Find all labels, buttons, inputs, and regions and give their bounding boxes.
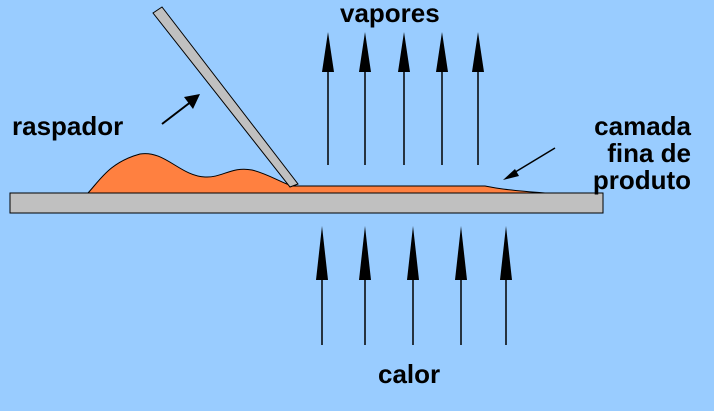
heat-arrow	[316, 226, 328, 345]
camada-label-line: camada	[594, 111, 691, 141]
product-mass	[86, 153, 546, 194]
camada-label-line: produto	[592, 165, 691, 195]
vapores-label: vapores	[340, 0, 440, 28]
scraper-pointer-arrow	[161, 94, 200, 125]
heat-arrow	[359, 226, 371, 345]
heat-arrow	[500, 226, 512, 345]
vapor-arrows	[322, 32, 484, 165]
heat-arrow	[455, 226, 467, 345]
camada-label-line: fina de	[607, 138, 691, 168]
camada-fina-label: camada fina de produto	[593, 113, 691, 194]
heat-arrow	[407, 226, 419, 345]
calor-label: calor	[378, 359, 441, 389]
vapor-arrow	[472, 32, 484, 165]
vapor-arrow	[398, 32, 410, 165]
heat-arrows	[316, 226, 512, 345]
scraper-blade	[152, 6, 299, 188]
film-pointer-arrow	[503, 147, 556, 180]
vapor-arrow	[322, 32, 334, 165]
vapor-arrow	[359, 32, 371, 165]
raspador-label: raspador	[12, 111, 124, 141]
heated-plate	[9, 192, 604, 214]
vapor-arrow	[436, 32, 448, 165]
